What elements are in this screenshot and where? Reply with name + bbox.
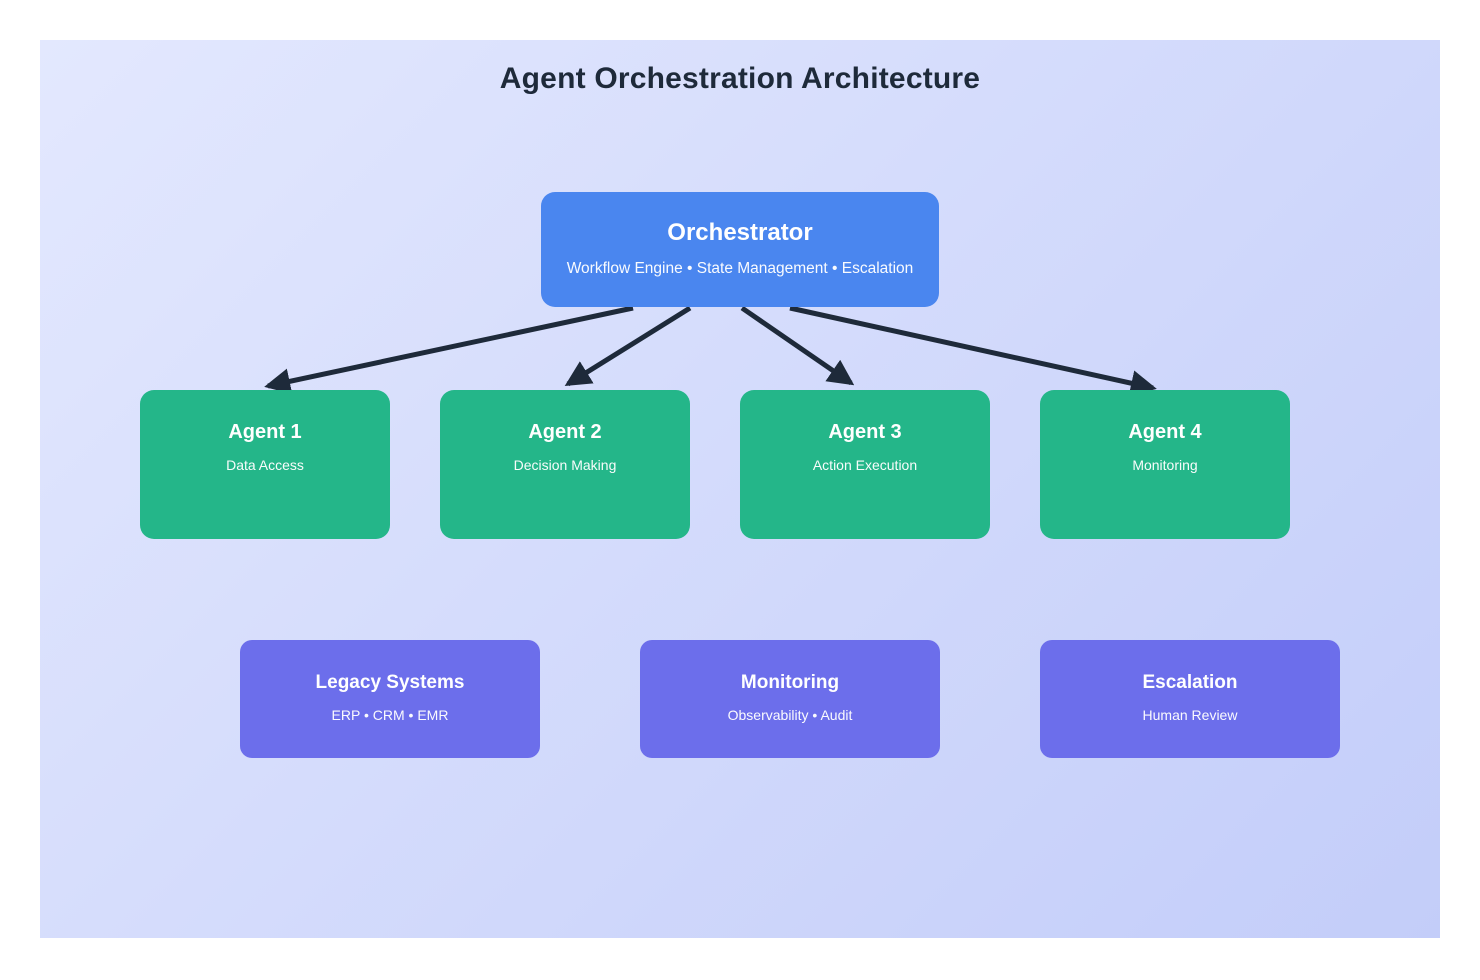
monitoring-title: Monitoring [740,672,840,693]
agent-3-subtitle: Action Execution [812,457,918,473]
agent-4-title: Agent 4 [1128,421,1202,443]
escalation-subtitle: Human Review [1142,707,1238,723]
orchestrator-subtitle: Workflow Engine • State Management • Esc… [566,260,914,277]
agent-3-title: Agent 3 [828,421,902,443]
page-title: Agent Orchestration Architecture [499,62,981,95]
orchestrator-node: Orchestrator Workflow Engine • State Man… [541,192,939,307]
agent-1-node: Agent 1 Data Access [140,390,390,539]
agent-2-node: Agent 2 Decision Making [440,390,690,539]
agent-2-subtitle: Decision Making [513,457,617,473]
monitoring-node: Monitoring Observability • Audit [640,640,940,758]
escalation-title: Escalation [1142,672,1238,693]
escalation-node: Escalation Human Review [1040,640,1340,758]
legacy-systems-title: Legacy Systems [315,672,465,693]
legacy-systems-node: Legacy Systems ERP • CRM • EMR [240,640,540,758]
legacy-systems-subtitle: ERP • CRM • EMR [331,707,449,723]
monitoring-subtitle: Observability • Audit [727,707,853,723]
agent-2-title: Agent 2 [528,421,602,443]
agent-4-subtitle: Monitoring [1132,457,1198,473]
orchestrator-title: Orchestrator [667,219,813,246]
agent-3-node: Agent 3 Action Execution [740,390,990,539]
agent-4-node: Agent 4 Monitoring [1040,390,1290,539]
agent-1-subtitle: Data Access [226,457,304,473]
agent-1-title: Agent 1 [228,421,302,443]
